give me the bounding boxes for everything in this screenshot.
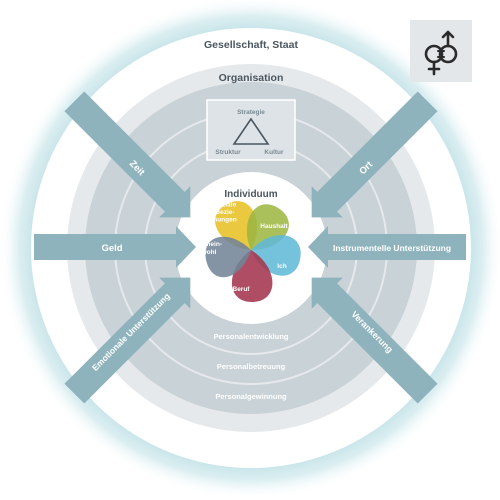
- gender-equality-icon-glyph: [424, 30, 458, 76]
- petal-label-line: Bezie-: [215, 209, 234, 216]
- arrow-label-left: Geld: [101, 243, 122, 254]
- petal-label-line: Gemein-: [196, 241, 222, 248]
- arrows: [34, 91, 466, 404]
- petal-label-line: Haushalt: [260, 223, 288, 230]
- organisation-label: Organisation: [219, 72, 284, 84]
- petal-label: Ich: [277, 263, 286, 270]
- arrow-label-right: Instrumentelle Unterstützung: [333, 243, 451, 253]
- petal-label: Gemein-wohl: [196, 241, 222, 256]
- petal: [205, 236, 251, 278]
- petal-label-line: wohl: [201, 249, 217, 256]
- strategy-triangle: [232, 117, 270, 145]
- arrow-top-left: [64, 91, 191, 218]
- arrow-top-right: [311, 91, 438, 218]
- individual-label: Individuum: [224, 189, 277, 200]
- culture-label: Kultur: [264, 149, 284, 156]
- arrow-right: [308, 226, 466, 268]
- petal-label: Beruf: [233, 286, 251, 293]
- outer-label: Gesellschaft, Staat: [204, 39, 298, 51]
- petal-label: Haushalt: [260, 223, 288, 230]
- strategy-box: [206, 99, 296, 161]
- petal-label-line: Beruf: [233, 286, 251, 293]
- petal-label-line: Ich: [277, 263, 286, 270]
- hr-ring-label: Personalbetreuung: [217, 362, 286, 371]
- hr-ring-label: Personalentwicklung: [213, 332, 288, 341]
- strategy-label: Strategie: [237, 109, 265, 116]
- arrow-bottom-left: [64, 277, 191, 404]
- arrow-bottom-right: [311, 277, 438, 404]
- hr-ring-label: Personalgewinnung: [215, 392, 287, 401]
- structure-label: Struktur: [215, 149, 241, 156]
- petal-label-line: hungen: [213, 217, 236, 224]
- arrow-left: [34, 226, 196, 268]
- petal-label-line: Soziale: [214, 201, 237, 208]
- gender-equality-icon: [410, 20, 472, 82]
